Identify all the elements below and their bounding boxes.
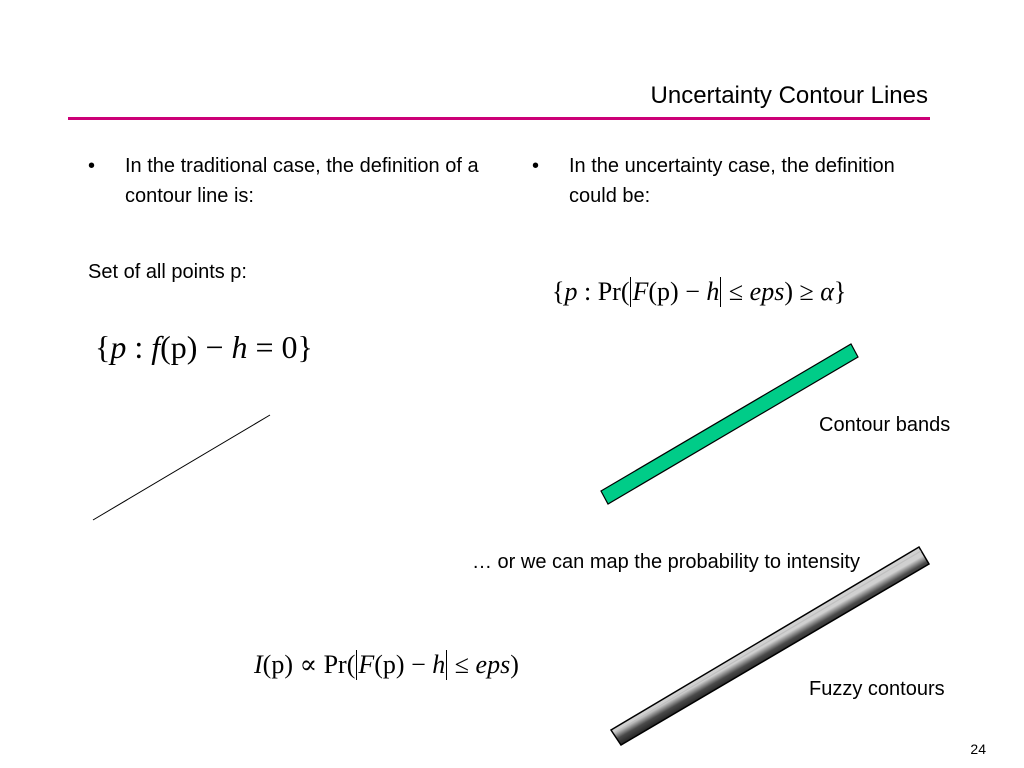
- traditional-contour-formula: {p : f(p) − h = 0}: [95, 327, 313, 367]
- formula-h: h: [706, 277, 720, 306]
- left-bullet: • In the traditional case, the definitio…: [88, 151, 485, 211]
- formula-I: I: [254, 650, 263, 679]
- right-bullet-text: In the uncertainty case, the definition …: [569, 155, 895, 207]
- map-intensity-text: … or we can map the probability to inten…: [472, 551, 860, 573]
- formula-equals-zero: = 0: [247, 329, 298, 365]
- set-label: Set of all points p:: [88, 261, 247, 283]
- page-number: 24: [970, 741, 986, 757]
- formula-prop-pr: ∝ Pr(: [293, 650, 356, 679]
- formula-h: h: [432, 650, 446, 679]
- formula-arg: (p): [160, 329, 198, 365]
- title-underline: [68, 117, 930, 120]
- fuzzy-contours-label: Fuzzy contours: [809, 678, 945, 700]
- uncertainty-contour-formula: {p : Pr(F(p) − h ≤ eps) ≥ α}: [552, 274, 846, 310]
- formula-h: h: [231, 329, 248, 365]
- formula-close-paren: ): [510, 650, 519, 679]
- formula-arg: (p): [648, 277, 679, 306]
- slide-title: Uncertainty Contour Lines: [650, 82, 928, 109]
- formula-arg: (p): [262, 650, 293, 679]
- formula-arg2: (p): [374, 650, 405, 679]
- formula-minus: −: [197, 329, 232, 365]
- formula-eps: eps: [475, 650, 511, 679]
- contour-bands-label: Contour bands: [819, 414, 951, 436]
- formula-colon: :: [126, 329, 152, 365]
- abs-bar-right: [446, 649, 448, 680]
- contour-band: [600, 343, 859, 505]
- abs-bar-left: [356, 649, 358, 680]
- formula-colon-pr: : Pr(: [577, 277, 630, 306]
- formula-close-brace: }: [833, 277, 847, 306]
- formula-minus: −: [678, 277, 707, 306]
- fuzzy-contour: [609, 545, 931, 747]
- formula-minus: −: [404, 650, 433, 679]
- formula-F: F: [358, 650, 375, 679]
- abs-bar-right: [720, 276, 722, 307]
- formula-f: f: [151, 329, 161, 365]
- formula-p: p: [564, 277, 578, 306]
- formula-p: p: [110, 329, 127, 365]
- formula-open-brace: {: [95, 329, 111, 365]
- right-bullet: • In the uncertainty case, the definitio…: [532, 151, 929, 211]
- left-bullet-text: In the traditional case, the definition …: [125, 155, 479, 207]
- formula-eps: eps: [749, 277, 785, 306]
- bullet-marker: •: [88, 155, 96, 177]
- formula-alpha: α: [820, 277, 834, 306]
- abs-bar-left: [630, 276, 632, 307]
- formula-F: F: [632, 277, 649, 306]
- formula-geq: ) ≥: [784, 277, 821, 306]
- bullet-marker: •: [532, 155, 540, 177]
- traditional-contour-line: [92, 414, 271, 521]
- formula-open-brace: {: [552, 277, 565, 306]
- formula-leq: ≤: [448, 650, 476, 679]
- formula-leq: ≤: [722, 277, 750, 306]
- intensity-formula: I(p) ∝ Pr(F(p) − h ≤ eps): [254, 646, 519, 684]
- formula-close-brace: }: [297, 329, 313, 365]
